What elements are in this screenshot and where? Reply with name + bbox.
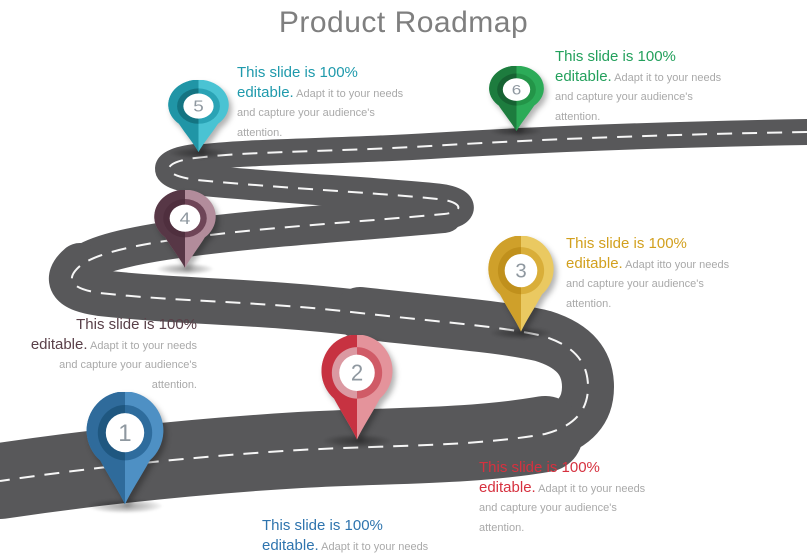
note-pin-6-body: Adapt it to your needs and capture your … [555, 71, 722, 123]
note-pin-4-heading: This slide is 100% editable. [30, 316, 197, 353]
pin-2-marker-icon: 2 [321, 335, 393, 440]
note-pin-3-heading: This slide is 100% editable. [566, 235, 687, 272]
pin-6-marker-icon: 6 [489, 66, 544, 132]
note-pin-1-body: Adapt it to your needs and capture your … [321, 540, 429, 553]
note-pin-4: This slide is 100% editable. Adapt it to… [27, 315, 197, 393]
pin-1-number: 1 [118, 420, 131, 447]
note-pin-5-body: Adapt it to your needs and capture your … [237, 87, 404, 139]
note-pin-4-body: Adapt it to your needs and capture your … [59, 339, 197, 391]
pin-5-marker-icon: 5 [168, 80, 229, 152]
note-pin-3-body: Adapt itto your needs and capture your a… [566, 258, 730, 310]
pin-3-number: 3 [515, 259, 526, 282]
pin-2-number: 2 [351, 360, 363, 385]
pin-3-marker-icon: 3 [488, 236, 554, 332]
note-pin-2-heading: This slide is 100% editable. [479, 459, 600, 496]
pin-3-shadow [491, 327, 551, 339]
pin-1-shadow [88, 499, 162, 513]
note-pin-6-heading: This slide is 100% editable. [555, 48, 676, 85]
pin-3[interactable]: 3 [487, 236, 555, 333]
note-pin-2: This slide is 100% editable. Adapt it to… [479, 458, 651, 536]
note-pin-3: This slide is 100% editable. Adapt itto … [566, 234, 738, 312]
pin-5-shadow [170, 147, 226, 159]
pin-6-number: 6 [512, 83, 522, 98]
page-title: Product Roadmap [278, 6, 529, 39]
note-pin-5-heading: This slide is 100% editable. [237, 64, 358, 101]
pin-5-number: 5 [193, 97, 204, 115]
pin-1[interactable]: 1 [85, 392, 165, 506]
note-pin-1: This slide is 100% editable. Adapt it to… [262, 516, 434, 555]
pin-4[interactable]: 4 [153, 190, 217, 269]
note-pin-6: This slide is 100% editable. Adapt it to… [555, 47, 727, 125]
pin-5[interactable]: 5 [167, 80, 230, 153]
pin-2[interactable]: 2 [320, 335, 394, 441]
note-pin-1-heading: This slide is 100% editable. [262, 517, 383, 554]
pin-4-marker-icon: 4 [154, 190, 216, 268]
pin-1-marker-icon: 1 [86, 392, 164, 505]
pin-2-shadow [324, 434, 390, 448]
pin-6-shadow [491, 126, 541, 136]
note-pin-5: This slide is 100% editable. Adapt it to… [237, 63, 409, 141]
pin-4-number: 4 [180, 209, 191, 228]
pin-6[interactable]: 6 [488, 66, 545, 132]
note-pin-2-body: Adapt it to your needs and capture your … [479, 482, 646, 534]
pin-4-shadow [157, 263, 213, 275]
